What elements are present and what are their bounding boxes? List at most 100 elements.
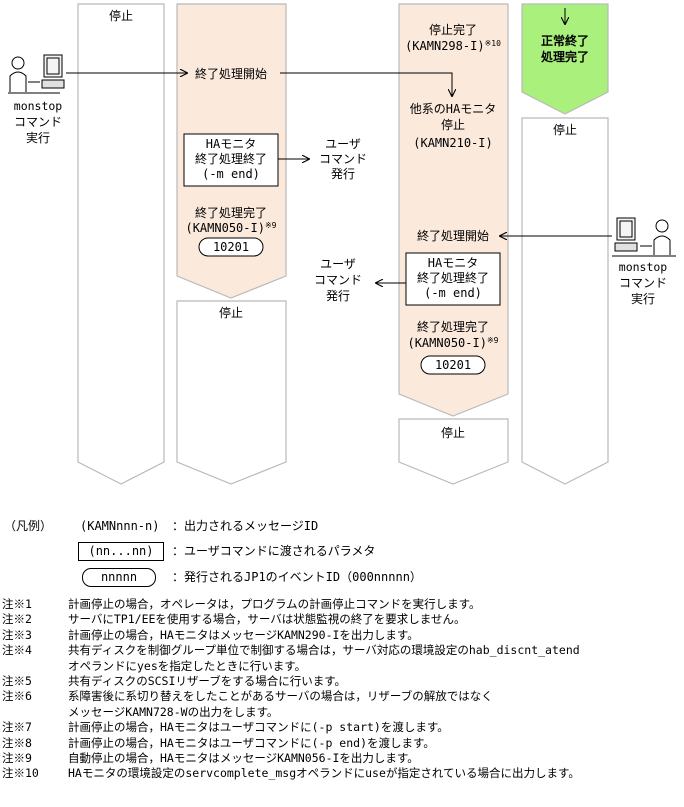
lane3-stop-bar — [398, 418, 509, 485]
legend-title: （凡例） — [4, 519, 53, 533]
lane3-done-line2: (KAMN050-I)※9 — [407, 336, 498, 350]
lane3-other-line1: 他系のHAモニタ — [410, 102, 496, 116]
lane2-ha-line1: HAモニタ — [206, 137, 256, 151]
lane2-ha-line3: (-m end) — [202, 167, 260, 181]
lane3-stop-label: 停止 — [441, 425, 465, 440]
lane3-user-line1: ユーザ — [320, 257, 356, 271]
note-text: 計画停止の場合，HAモニタはメッセージKAMN290-Iを出力します。 — [56, 628, 419, 643]
note-5: 注※5 共有ディスクのSCSIリザーブをする場合に行います。 — [2, 674, 682, 689]
note-label: 注※9 — [2, 751, 32, 766]
lane1-stop-label: 停止 — [109, 8, 133, 23]
lane3-user-line2: コマンド — [314, 273, 362, 287]
lane3-done-note: ※9 — [487, 336, 499, 345]
note-2: 注※2 サーバにTP1/EEを使用する場合，サーバは状態監視の終了を要求しません。 — [2, 612, 682, 627]
note-line: 計画停止の場合，オペレータは，プログラムの計画停止コマンドを実行します。 — [68, 597, 481, 611]
lane3-stopdone-note: ※10 — [485, 39, 502, 48]
note-line: 自動停止の場合，HAモニタはメッセージKAMN056-Iを出力します。 — [68, 751, 419, 766]
note-4: 注※4 共有ディスクを制御グループ単位で制御する場合は，サーバ対応の環境設定のha… — [2, 643, 682, 674]
lane3-start: 終了処理開始 — [417, 228, 489, 243]
lane2-user-line2: コマンド — [319, 152, 367, 166]
note-text: 共有ディスクを制御グループ単位で制御する場合は，サーバ対応の環境設定のhab_d… — [56, 643, 580, 674]
note-label: 注※8 — [2, 735, 32, 750]
lane1-bar — [77, 3, 165, 485]
note-text: 計画停止の場合，HAモニタはユーザコマンドに(-p end)を渡します。 — [56, 736, 435, 751]
lane4-stop-bar — [521, 117, 609, 485]
note-text: 自動停止の場合，HAモニタはメッセージKAMN056-Iを出力します。 — [56, 751, 419, 766]
lane3-ha-line3: (-m end) — [424, 286, 482, 300]
lane2-ha-box — [183, 133, 279, 187]
lane2-event-pill — [198, 237, 264, 257]
lane2-done-line2: (KAMN050-I)※9 — [185, 221, 276, 235]
lane3-other-line2: 停止 — [441, 117, 465, 132]
lane4-green-bar — [521, 3, 609, 115]
note-line: サーバにTP1/EEを使用する場合，サーバは状態監視の終了を要求しません。 — [68, 612, 466, 627]
lane3-ha-line1: HAモニタ — [428, 256, 478, 270]
right-operator-icon — [612, 217, 676, 257]
lane3-user-line3: 発行 — [326, 289, 350, 303]
lane3-stopdone-line1: 停止完了 — [429, 22, 477, 37]
note-label: 注※5 — [2, 674, 32, 689]
note-label: 注※2 — [2, 612, 32, 627]
note-3: 注※3 計画停止の場合，HAモニタはメッセージKAMN290-Iを出力します。 — [2, 628, 682, 643]
lane3-done-id: (KAMN050-I) — [407, 336, 486, 350]
left-operator-icon — [8, 54, 65, 94]
lane2-user-line1: ユーザ — [325, 137, 361, 151]
lane4-stop-label: 停止 — [553, 122, 577, 137]
left-cmd-line2: コマンド — [14, 115, 62, 129]
right-cmd-line3: 実行 — [631, 291, 655, 306]
note-9: 注※9 自動停止の場合，HAモニタはメッセージKAMN056-Iを出力します。 — [2, 751, 682, 766]
note-text: HAモニタの環境設定のservcomplete_msgオペランドにuseが指定さ… — [56, 766, 580, 781]
note-line: オペランドにyesを指定したときに行います。 — [68, 658, 307, 673]
note-label: 注※10 — [2, 766, 39, 781]
note-text: 計画停止の場合，HAモニタはユーザコマンドに(-p start)を渡します。 — [56, 720, 449, 735]
legend-event-desc: ：発行されるJP1のイベントID（000nnnnn） — [172, 570, 422, 584]
note-line: HAモニタの環境設定のservcomplete_msgオペランドにuseが指定さ… — [68, 766, 580, 781]
lane3-bar — [398, 3, 509, 417]
lane3-event-pill — [420, 355, 486, 375]
note-line: メッセージKAMN728-Wの出力をします。 — [68, 704, 279, 719]
flow-diagram: 停止 終了処理開始 HAモニタ 終了処理終了 (-m end) 終了処理完了 (… — [8, 3, 676, 485]
legend-msg-desc: ：出力されるメッセージID — [172, 519, 319, 533]
legend-event-pill: nnnnn — [82, 568, 156, 587]
note-label: 注※1 — [2, 597, 32, 611]
left-cmd-line3: 実行 — [26, 130, 50, 145]
note-6: 注※6 系障害後に系切り替えをしたことがあるサーバの場合は，リザーブの解放ではなく… — [2, 689, 682, 720]
lane4-normal-line2: 処理完了 — [540, 49, 589, 64]
note-label: 注※6 — [2, 689, 32, 704]
note-line: 計画停止の場合，HAモニタはユーザコマンドに(-p start)を渡します。 — [68, 720, 449, 735]
lane2-start: 終了処理開始 — [195, 66, 267, 81]
lane2-stop-label: 停止 — [219, 305, 243, 320]
legend-param-desc: ：ユーザコマンドに渡されるパラメタ — [172, 544, 376, 558]
legend-msg-sample: (KAMNnnn-n) — [80, 519, 160, 533]
note-text: 系障害後に系切り替えをしたことがあるサーバの場合は，リザーブの解放ではなくメッセ… — [56, 689, 493, 720]
note-text: サーバにTP1/EEを使用する場合，サーバは状態監視の終了を要求しません。 — [56, 612, 465, 627]
note-label: 注※7 — [2, 720, 32, 735]
lane3-done-line1: 終了処理完了 — [417, 319, 489, 334]
note-8: 注※8 計画停止の場合，HAモニタはユーザコマンドに(-p end)を渡します。 — [2, 736, 682, 751]
lane2-user-line3: 発行 — [331, 167, 355, 181]
lane2-stop-bar — [176, 300, 287, 485]
note-7: 注※7 計画停止の場合，HAモニタはユーザコマンドに(-p start)を渡します… — [2, 720, 682, 735]
lane3-ha-line2: 終了処理終了 — [417, 270, 489, 285]
note-text: 共有ディスクのSCSIリザーブをする場合に行います。 — [56, 674, 346, 689]
note-text: 計画停止の場合，オペレータは，プログラムの計画停止コマンドを実行します。 — [56, 597, 481, 612]
note-line: 共有ディスクを制御グループ単位で制御する場合は，サーバ対応の環境設定のhab_d… — [68, 643, 580, 658]
right-cmd-line2: コマンド — [619, 276, 667, 290]
note-label: 注※3 — [2, 627, 32, 642]
lane3-other-line3: (KAMN210-I) — [413, 136, 492, 150]
note-line: 計画停止の場合，HAモニタはメッセージKAMN290-Iを出力します。 — [68, 627, 419, 642]
start-to-lane3-arrow — [280, 72, 452, 96]
lane2-ha-line2: 終了処理終了 — [195, 151, 267, 166]
note-line: 系障害後に系切り替えをしたことがあるサーバの場合は，リザーブの解放ではなく — [68, 689, 493, 704]
note-label: 注※4 — [2, 643, 32, 658]
left-cmd-line1: monstop — [14, 99, 63, 113]
lane3-ha-box — [405, 252, 501, 306]
lane2-event-id: 10201 — [213, 240, 249, 254]
lane2-done-line1: 終了処理完了 — [195, 205, 267, 220]
lane3-event-id: 10201 — [435, 358, 471, 372]
lane3-stopdone-line2: (KAMN298-I)※10 — [405, 39, 501, 53]
note-line: 共有ディスクのSCSIリザーブをする場合に行います。 — [68, 674, 347, 689]
lane2-done-id: (KAMN050-I) — [185, 221, 264, 235]
lane4-normal-line1: 正常終了 — [541, 33, 589, 48]
